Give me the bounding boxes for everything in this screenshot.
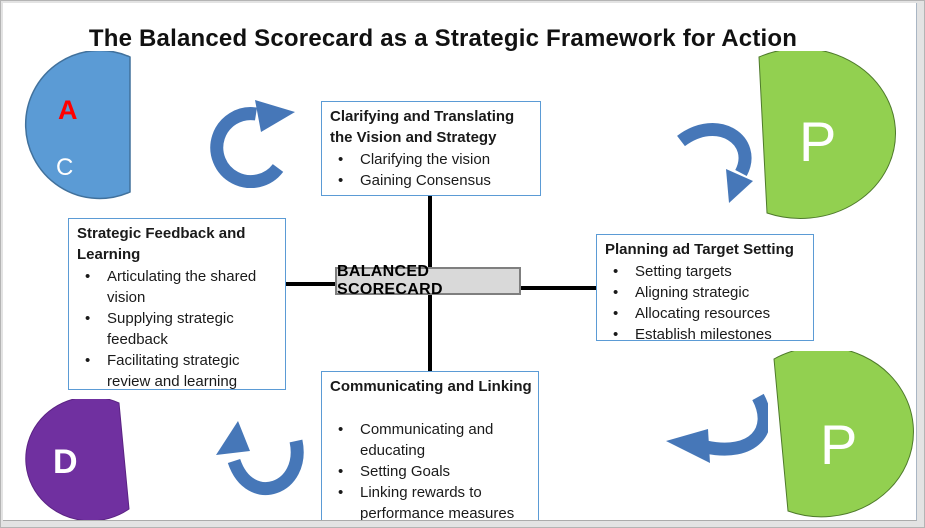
letter-a: A — [58, 95, 78, 125]
quadrant-shape-plan-bottom: P — [773, 351, 914, 518]
bullet-item: Facilitating strategic review and learni… — [77, 350, 279, 392]
quadrant-shape-do: D — [25, 399, 130, 520]
box-heading: Strategic Feedback and Learning — [77, 225, 246, 263]
bullet-list: Communicating and educating Setting Goal… — [330, 419, 532, 521]
connector-top — [428, 196, 432, 267]
bullet-text: Allocating resources — [635, 305, 771, 322]
box-clarifying-translating: Clarifying and Translating the Vision an… — [321, 101, 541, 196]
bullet-text: Gaining Consensus — [360, 172, 491, 189]
cycle-arrow-top-right-icon — [677, 123, 753, 203]
bullet-item: Establish milestones — [605, 324, 807, 345]
cycle-arrow-bottom-right-icon — [666, 393, 768, 463]
bullet-item: Supplying strategic feedback — [77, 308, 279, 350]
box-heading: Communicating and Linking — [330, 378, 532, 395]
box-strategic-feedback: Strategic Feedback and Learning Articula… — [68, 218, 286, 390]
connector-bottom — [428, 295, 432, 371]
box-heading: Clarifying and Translating the Vision an… — [330, 108, 515, 146]
letter-c: C — [56, 154, 73, 181]
box-heading: Planning ad Target Setting — [605, 241, 794, 258]
box-communicating-linking: Communicating and Linking Communicating … — [321, 371, 539, 521]
connector-left — [286, 282, 335, 286]
bullet-list: Articulating the shared vision Supplying… — [77, 266, 279, 392]
bullet-text: Clarifying the vision — [360, 151, 491, 168]
bullet-item: Setting Goals — [330, 461, 532, 482]
bullet-text: Communicating and educating — [360, 421, 494, 459]
letter-p-top: P — [799, 110, 836, 173]
blue-moon-shape — [24, 51, 131, 200]
bullet-text: Articulating the shared vision — [107, 268, 257, 306]
center-box-label: BALANCED SCORECARD — [337, 263, 443, 298]
box-planning-target: Planning ad Target Setting Setting targe… — [596, 234, 814, 343]
bullet-text: Supplying strategic feedback — [107, 310, 234, 348]
bullet-item: Gaining Consensus — [330, 170, 534, 191]
letter-p-bottom: P — [820, 413, 857, 476]
bullet-item: Clarifying the vision — [330, 149, 534, 170]
bullet-item: Linking rewards to performance measures — [330, 482, 532, 521]
bullet-item: Setting targets — [605, 261, 807, 282]
bullet-item: Aligning strategic — [605, 282, 807, 303]
bullet-text: Setting targets — [635, 263, 732, 280]
cycle-arrow-top-left-icon — [210, 100, 295, 188]
green-teardrop-shape — [758, 51, 896, 219]
bullet-list: Setting targets Aligning strategic Alloc… — [605, 261, 807, 345]
quadrant-shape-plan-top: P — [758, 51, 896, 219]
connector-right — [521, 286, 596, 290]
page-title: The Balanced Scorecard as a Strategic Fr… — [88, 25, 798, 52]
bullet-item: Allocating resources — [605, 303, 807, 324]
slide: The Balanced Scorecard as a Strategic Fr… — [3, 3, 917, 521]
letter-d: D — [53, 443, 78, 481]
purple-teardrop-shape — [25, 399, 130, 520]
cycle-arrow-bottom-left-icon — [216, 421, 304, 495]
bullet-item: Communicating and educating — [330, 419, 532, 461]
quadrant-shape-act-check: A C — [24, 51, 131, 200]
bullet-text: Establish milestones — [635, 326, 772, 343]
bullet-text: Linking rewards to performance measures — [360, 484, 515, 521]
bullet-text: Facilitating strategic review and learni… — [107, 352, 240, 390]
bullet-list: Clarifying the vision Gaining Consensus — [330, 149, 534, 191]
bullet-text: Setting Goals — [360, 463, 451, 480]
bullet-item: Articulating the shared vision — [77, 266, 279, 308]
bullet-text: Aligning strategic — [635, 284, 750, 301]
balanced-scorecard-box: BALANCED SCORECARD — [335, 263, 521, 298]
green-teardrop-shape-2 — [773, 351, 914, 518]
